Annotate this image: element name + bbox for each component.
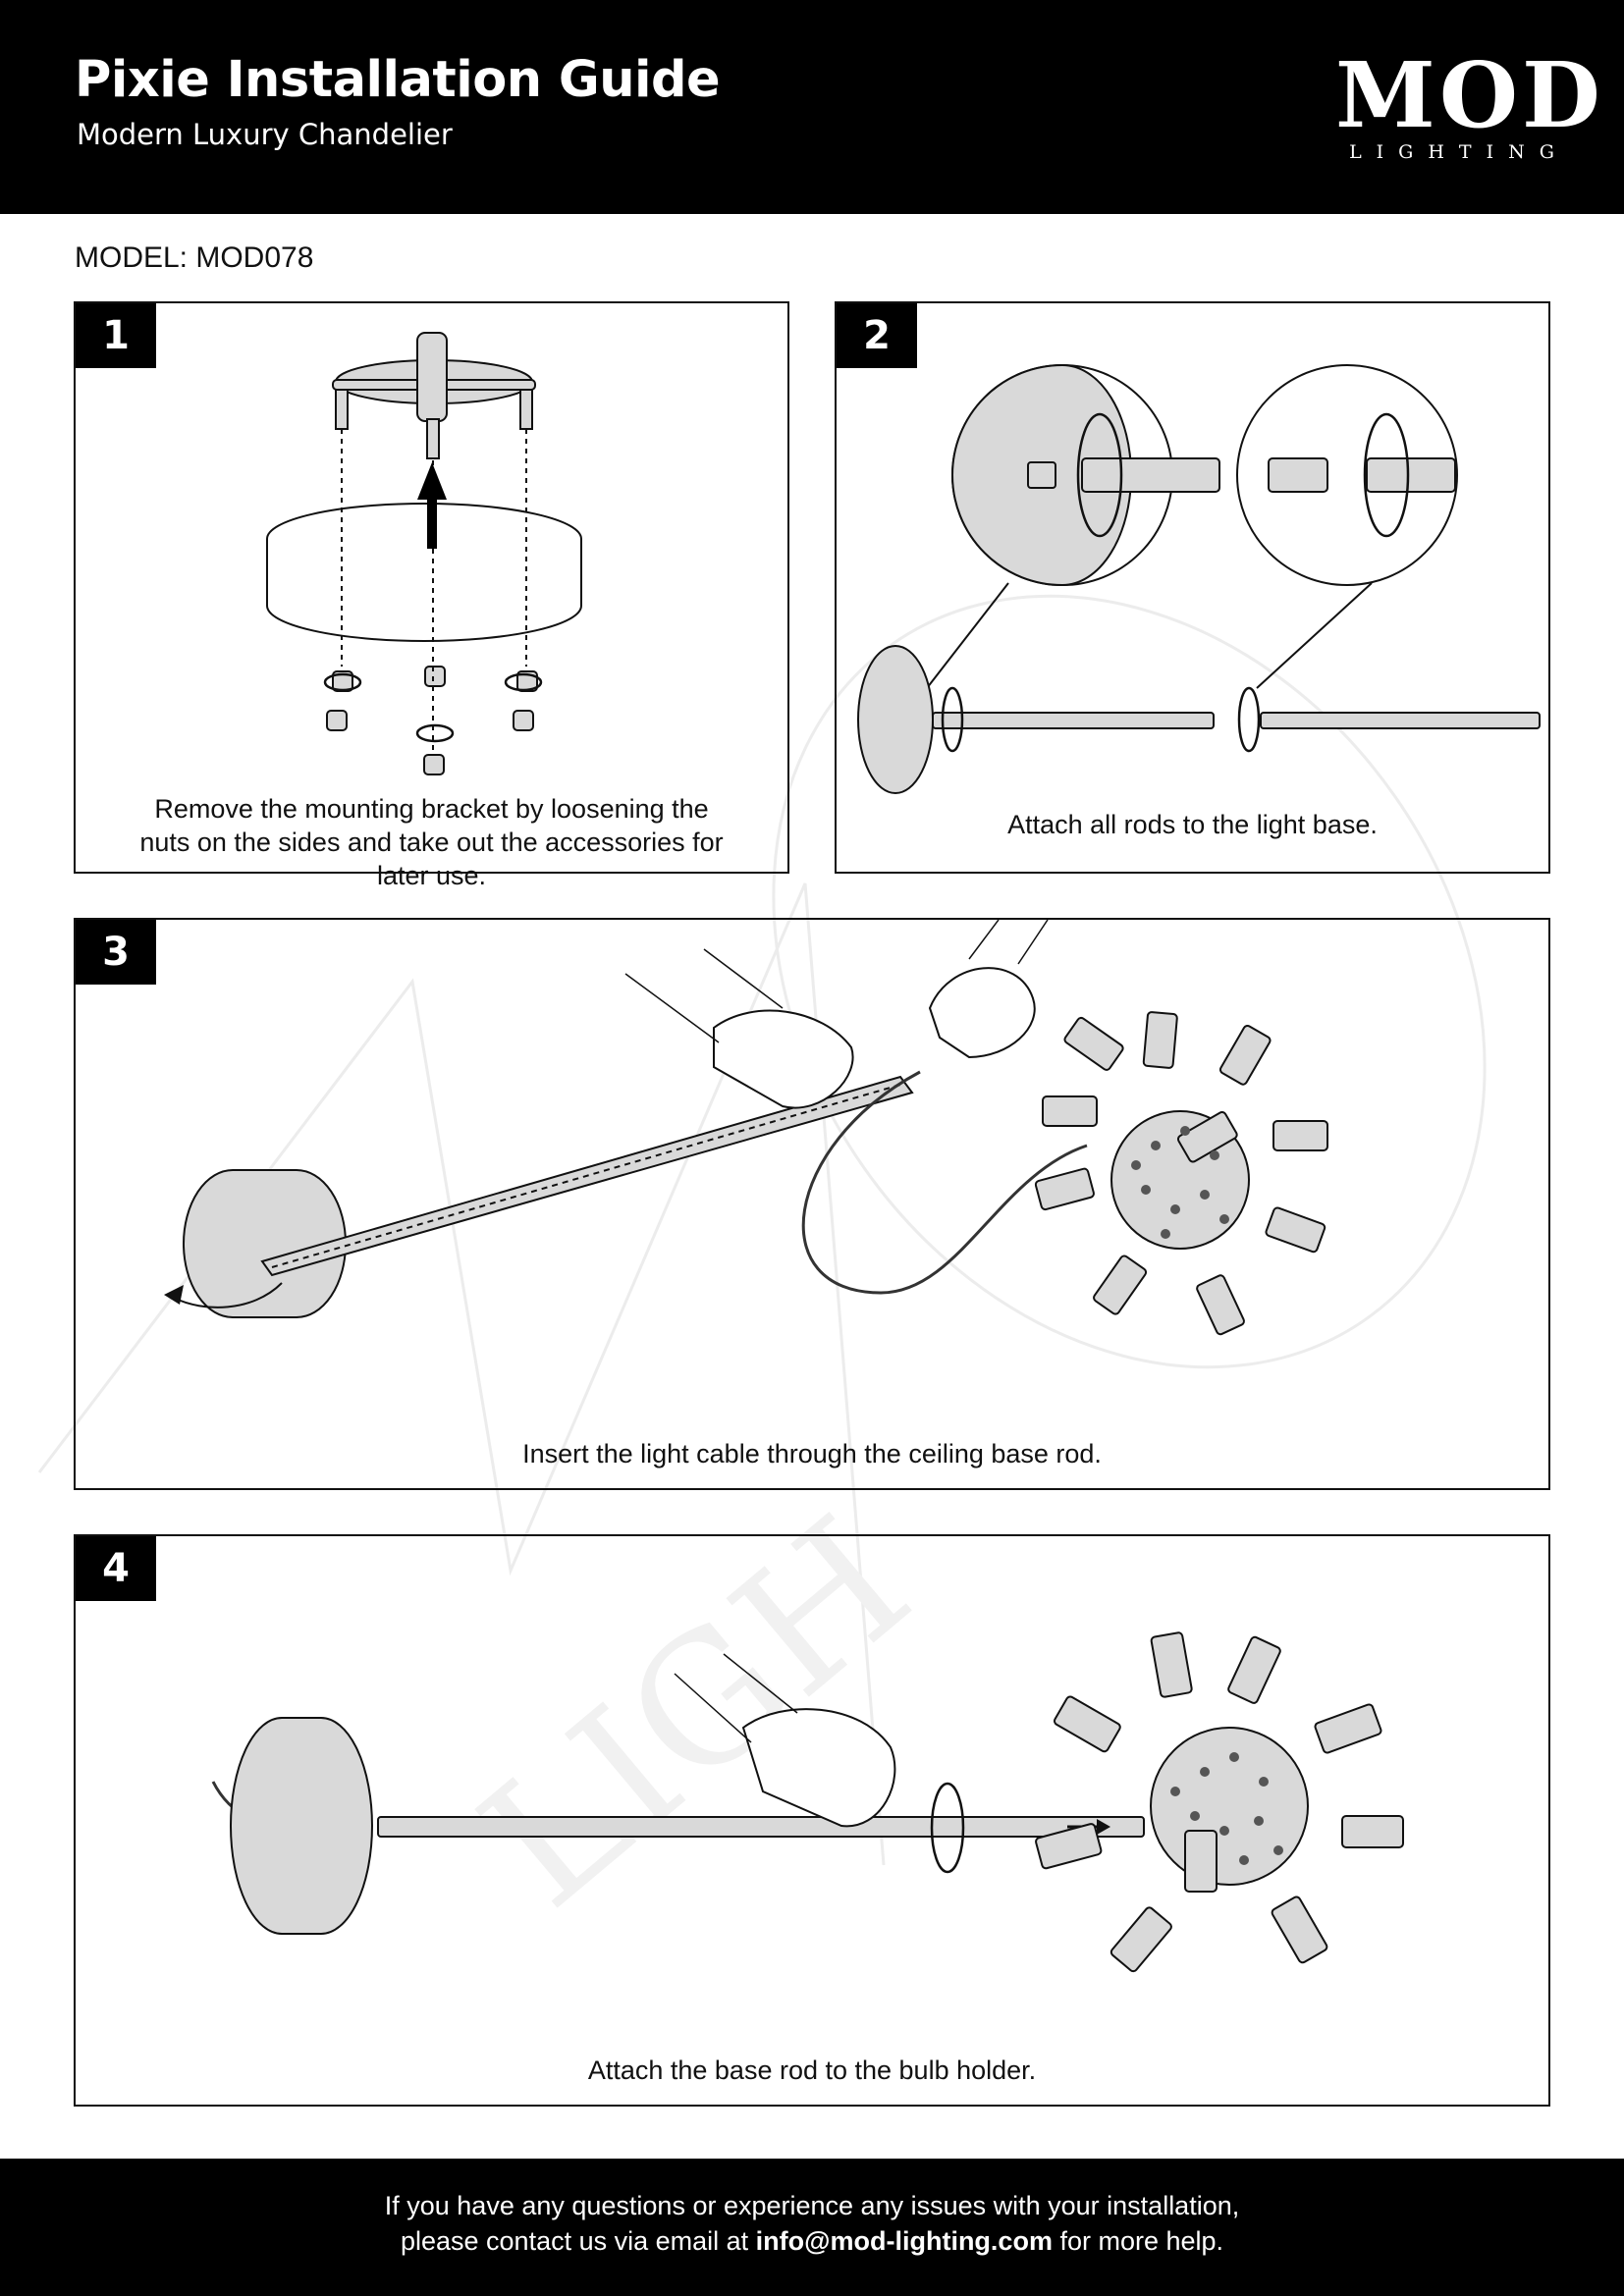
logo-wordmark: MOD [1335,42,1604,148]
step-caption: Attach the base rod to the bulb holder. [587,2056,1037,2085]
footer-bar: If you have any questions or experience … [0,2159,1624,2296]
cable-insertion-illustration [164,920,1328,1336]
guide-title: Pixie Installation Guide [75,51,721,109]
mod-lighting-logo: MOD LIGHTING [1335,42,1604,163]
footer-line-1: If you have any questions or experience … [384,2191,1240,2220]
step-3-panel: 3 Insert the light cable through the cei… [74,918,1550,1490]
footer-line-2: please contact us via email at info@mod-… [0,2223,1624,2259]
step-number: 2 [837,303,917,368]
step-number: 3 [76,920,156,985]
step-number: 1 [76,303,156,368]
model-label: MODEL: MOD078 [75,241,314,274]
step-caption: Remove the mounting bracket by loosening… [139,794,724,890]
guide-subtitle: Modern Luxury Chandelier [77,118,453,151]
step-4-panel: 4 Attach the base rod to the bulb holder… [74,1534,1550,2107]
header-bar: Pixie Installation Guide Modern Luxury C… [0,0,1624,214]
step-caption: Attach all rods to the light base. [1007,810,1378,839]
step-caption: Insert the light cable through the ceili… [522,1439,1102,1468]
footer-line-2-suffix: for more help. [1052,2226,1224,2256]
bracket-removal-illustration [266,332,582,775]
footer-line-2-prefix: please contact us via email at [400,2226,756,2256]
support-email-link[interactable]: info@mod-lighting.com [755,2226,1053,2256]
step-number: 4 [76,1536,156,1601]
rod-to-holder-illustration [211,1631,1404,1973]
rod-attachment-illustration [857,363,1541,794]
step-1-panel: 1 Remove the mounting bracket by looseni… [74,301,789,890]
logo-subtext: LIGHTING [1349,141,1569,163]
step-2-panel: 2 Attach all rods to the light base. [835,301,1550,874]
